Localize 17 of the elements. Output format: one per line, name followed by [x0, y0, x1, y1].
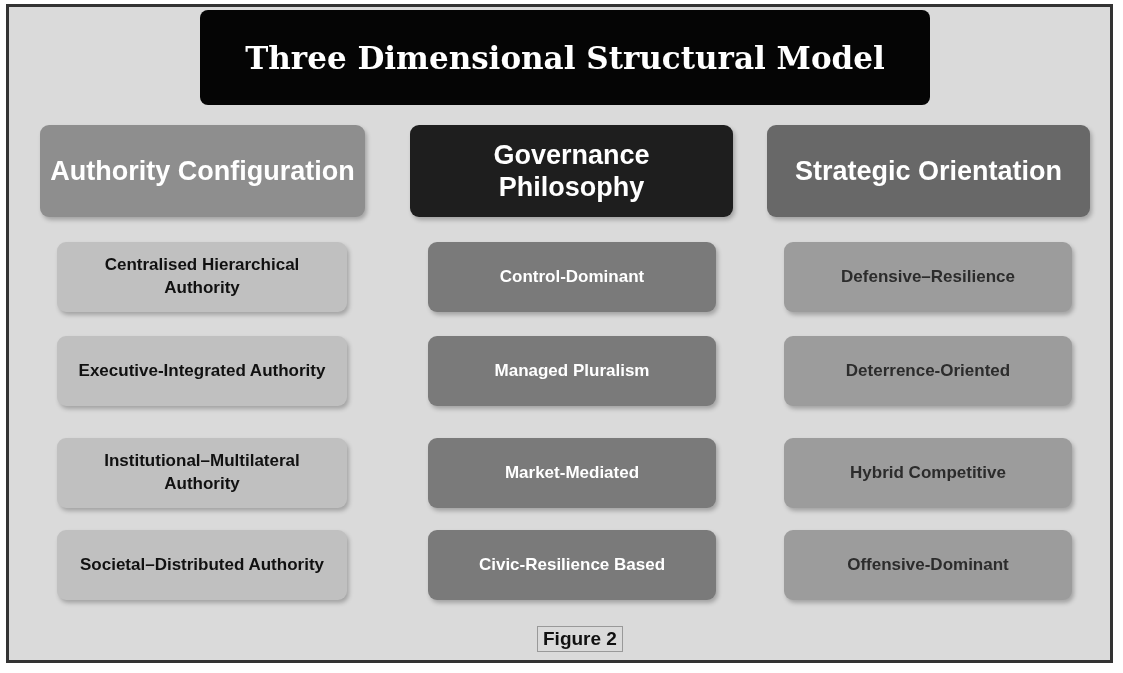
figure-caption: Figure 2	[537, 626, 623, 652]
category-box: Institutional–Multilateral Authority	[57, 438, 347, 508]
column-header: Authority Configuration	[40, 125, 365, 217]
category-box: Executive-Integrated Authority	[57, 336, 347, 406]
column-header: Governance Philosophy	[410, 125, 733, 217]
category-box: Hybrid Competitive	[784, 438, 1072, 508]
category-box: Control-Dominant	[428, 242, 716, 312]
category-box: Managed Pluralism	[428, 336, 716, 406]
category-box: Societal–Distributed Authority	[57, 530, 347, 600]
category-box: Civic-Resilience Based	[428, 530, 716, 600]
category-box: Market-Mediated	[428, 438, 716, 508]
column-header: Strategic Orientation	[767, 125, 1090, 217]
category-box: Defensive–Resilience	[784, 242, 1072, 312]
category-box: Deterrence-Oriented	[784, 336, 1072, 406]
category-box: Offensive-Dominant	[784, 530, 1072, 600]
diagram-title: Three Dimensional Structural Model	[200, 10, 930, 105]
category-box: Centralised Hierarchical Authority	[57, 242, 347, 312]
